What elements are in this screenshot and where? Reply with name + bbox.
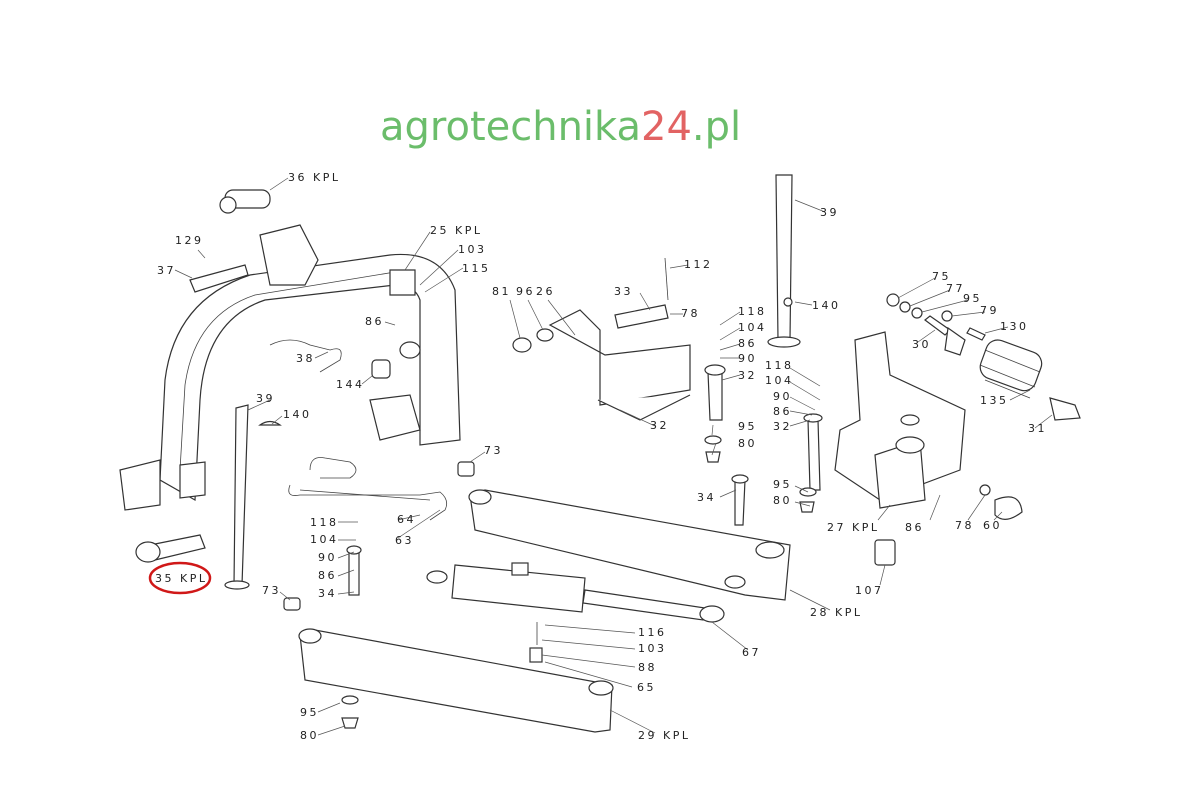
label-144[interactable]: 144 [336, 378, 365, 391]
label-104[interactable]: 104 [765, 374, 794, 387]
label-90[interactable]: 90 [738, 352, 757, 365]
label-26[interactable]: 26 [536, 285, 555, 298]
label-79[interactable]: 79 [980, 304, 999, 317]
frame-25-kpl [119, 224, 461, 511]
label-90[interactable]: 90 [773, 390, 792, 403]
label-130[interactable]: 130 [1000, 320, 1029, 333]
label-30[interactable]: 30 [912, 338, 931, 351]
label-88[interactable]: 88 [638, 661, 657, 674]
label-95[interactable]: 95 [963, 292, 982, 305]
label-73[interactable]: 73 [484, 444, 503, 457]
label-118[interactable]: 118 [310, 516, 339, 529]
label-86[interactable]: 86 [365, 315, 384, 328]
label-116[interactable]: 116 [638, 626, 667, 639]
label-39[interactable]: 39 [256, 392, 275, 405]
label-38[interactable]: 38 [296, 352, 315, 365]
post-39-left [224, 404, 282, 590]
label-115[interactable]: 115 [462, 262, 491, 275]
arm-29-kpl [283, 597, 614, 733]
part-labels: 36 KPL 129 37 25 KPL 103 115 86 38 144 3… [155, 171, 1047, 742]
label-60[interactable]: 60 [983, 519, 1002, 532]
pin-36-kpl [219, 189, 271, 214]
label-64[interactable]: 64 [397, 513, 416, 526]
label-73[interactable]: 73 [262, 584, 281, 597]
pin-32-stack-right [799, 413, 823, 513]
parts-30-75-77-79 [886, 293, 1081, 421]
label-135[interactable]: 135 [980, 394, 1009, 407]
watermark: agrotechnika24.pl [380, 104, 741, 150]
pin-34-left [346, 545, 362, 596]
label-27-kpl[interactable]: 27 KPL [827, 521, 879, 534]
highlight-ring-35-kpl [148, 561, 212, 595]
pin-32-stack-left [704, 364, 726, 463]
label-95[interactable]: 95 [300, 706, 319, 719]
label-95[interactable]: 95 [738, 420, 757, 433]
label-78[interactable]: 78 [681, 307, 700, 320]
label-34[interactable]: 34 [318, 587, 337, 600]
label-32[interactable]: 32 [650, 419, 669, 432]
label-31[interactable]: 31 [1028, 422, 1047, 435]
label-118[interactable]: 118 [765, 359, 794, 372]
label-36-kpl[interactable]: 36 KPL [288, 171, 340, 184]
label-129[interactable]: 129 [175, 234, 204, 247]
label-140[interactable]: 140 [812, 299, 841, 312]
label-39[interactable]: 39 [820, 206, 839, 219]
label-35-kpl[interactable]: 35 KPL [155, 572, 207, 585]
label-25-kpl[interactable]: 25 KPL [430, 224, 482, 237]
pin-35-kpl [135, 534, 206, 563]
label-104[interactable]: 104 [310, 533, 339, 546]
label-80[interactable]: 80 [738, 437, 757, 450]
leader-lines [174, 177, 1053, 736]
pin-34-right [731, 474, 749, 526]
body-27-kpl [834, 331, 1023, 566]
label-95[interactable]: 95 [773, 478, 792, 491]
label-63[interactable]: 63 [395, 534, 414, 547]
label-29-kpl[interactable]: 29 KPL [638, 729, 690, 742]
watermark-main: agrotechnika [380, 104, 641, 150]
label-140[interactable]: 140 [283, 408, 312, 421]
label-103[interactable]: 103 [458, 243, 487, 256]
hydraulic-cylinder-67 [426, 562, 725, 623]
label-67[interactable]: 67 [742, 646, 761, 659]
label-78[interactable]: 78 [955, 519, 974, 532]
label-96[interactable]: 96 [516, 285, 535, 298]
label-65[interactable]: 65 [637, 681, 656, 694]
watermark-suffix: .pl [692, 104, 741, 150]
label-104[interactable]: 104 [738, 321, 767, 334]
hydraulic-hoses [288, 457, 448, 521]
label-86[interactable]: 86 [773, 405, 792, 418]
label-37[interactable]: 37 [157, 264, 176, 277]
label-86[interactable]: 86 [738, 337, 757, 350]
spring-135 [979, 339, 1043, 399]
label-33[interactable]: 33 [614, 285, 633, 298]
label-90[interactable]: 90 [318, 551, 337, 564]
post-39-right [767, 174, 801, 348]
label-34[interactable]: 34 [697, 491, 716, 504]
bracket-26 [512, 257, 691, 421]
watermark-accent: 24 [641, 104, 692, 150]
label-81[interactable]: 81 [492, 285, 511, 298]
label-86[interactable]: 86 [318, 569, 337, 582]
arm-28-kpl [457, 461, 791, 601]
label-86[interactable]: 86 [905, 521, 924, 534]
label-118[interactable]: 118 [738, 305, 767, 318]
label-75[interactable]: 75 [932, 270, 951, 283]
label-32[interactable]: 32 [738, 369, 757, 382]
label-103[interactable]: 103 [638, 642, 667, 655]
label-32[interactable]: 32 [773, 420, 792, 433]
label-80[interactable]: 80 [300, 729, 319, 742]
label-112[interactable]: 112 [684, 258, 713, 271]
label-80[interactable]: 80 [773, 494, 792, 507]
label-28-kpl[interactable]: 28 KPL [810, 606, 862, 619]
label-77[interactable]: 77 [946, 282, 965, 295]
label-107[interactable]: 107 [855, 584, 884, 597]
